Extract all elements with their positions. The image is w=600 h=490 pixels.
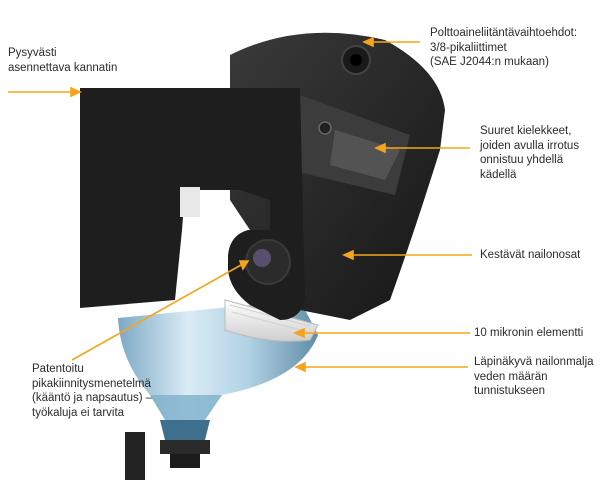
callout-bowl: Läpinäkyvä nailonmalja veden määrän tunn… <box>474 356 594 397</box>
arrowhead-mount <box>70 86 82 98</box>
arrowhead-quick <box>238 260 250 271</box>
filter-element <box>224 299 319 342</box>
callout-element: 10 mikronin elementti <box>474 327 584 339</box>
mounting-bracket <box>80 88 305 320</box>
callout-quick: Patentoitu pikakiinnitysmenetelmä (käänt… <box>32 363 153 419</box>
arrowhead-bowl <box>294 361 306 373</box>
bracket-slot <box>180 187 200 217</box>
callout-nylon: Kestävät nailonosat <box>480 249 581 261</box>
callout-tabs: Suuret kielekkeet, joiden avulla irrotus… <box>480 125 580 181</box>
arrowhead-fuel <box>362 36 374 48</box>
arrowhead-tabs <box>374 142 386 154</box>
leader-line-quick <box>71 264 242 361</box>
arrowhead-nylon <box>342 249 354 261</box>
leader-lines <box>8 36 472 373</box>
bottom-fitting <box>125 432 210 480</box>
arrowhead-element <box>293 327 305 339</box>
callout-mount: Pysyvästi asennettava kannatin <box>8 47 118 74</box>
callout-fuel: Polttoaineliitäntävaihtoehdot: 3/8-pikal… <box>430 27 578 68</box>
